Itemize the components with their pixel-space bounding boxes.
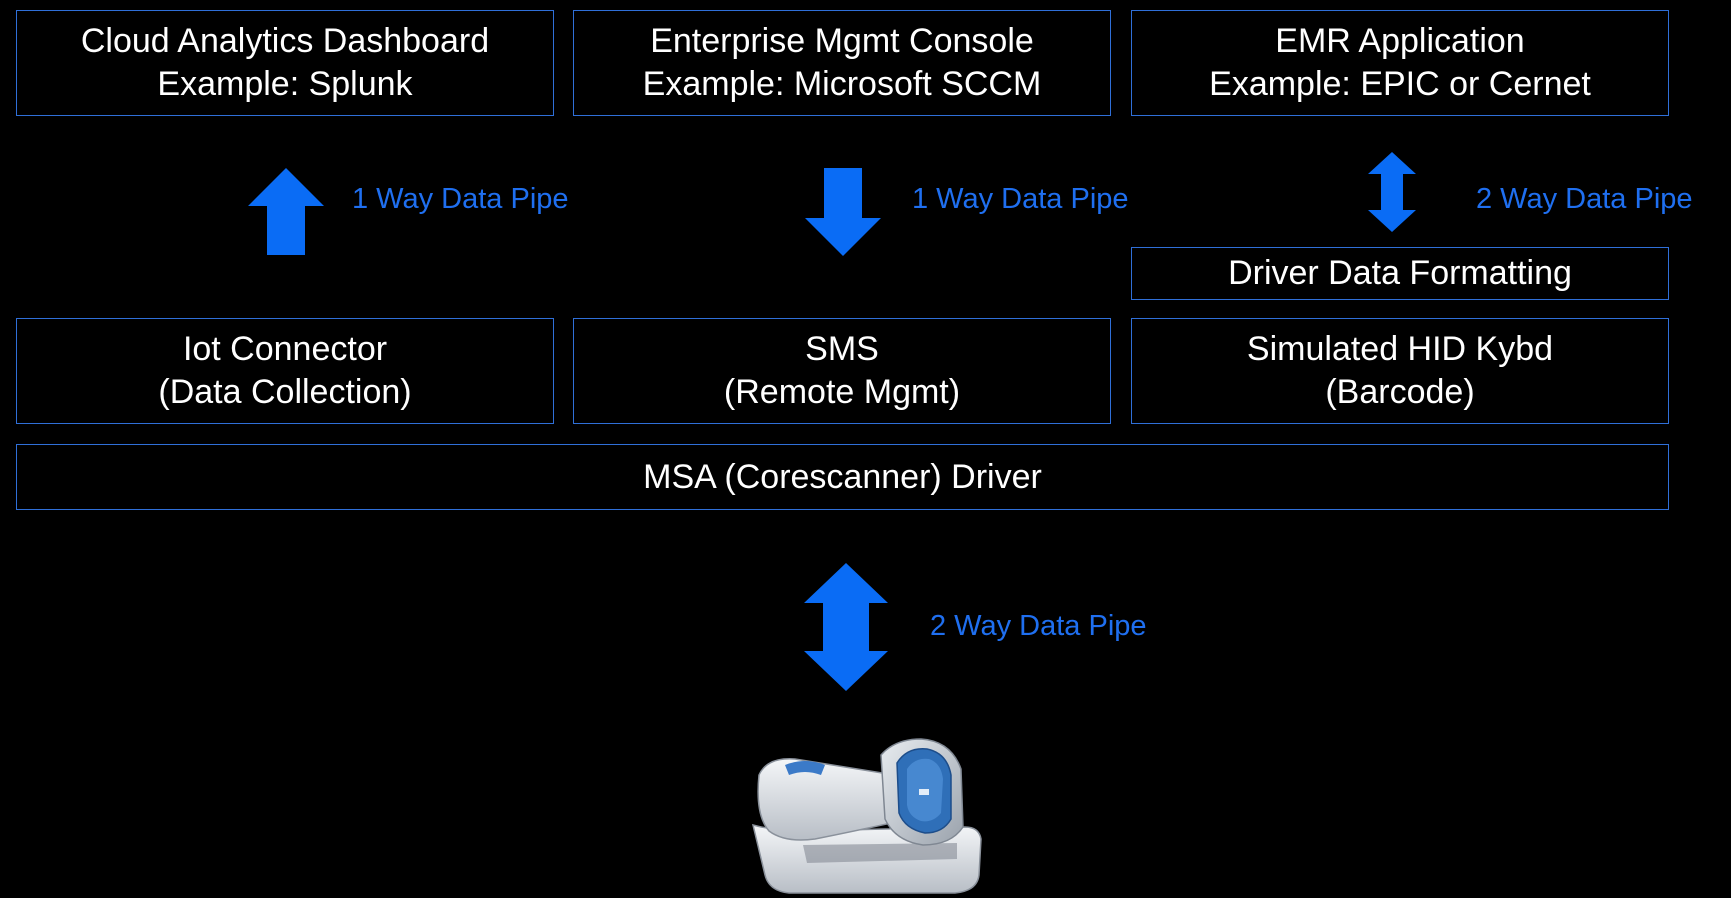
pipe-label-device: 2 Way Data Pipe [930, 610, 1147, 642]
driver-data-formatting-box: Driver Data Formatting [1131, 247, 1669, 300]
up-arrow-icon [248, 168, 324, 255]
box-subtitle: Example: Microsoft SCCM [642, 65, 1042, 103]
box-title: SMS [805, 330, 879, 368]
box-title: Enterprise Mgmt Console [650, 22, 1034, 60]
msa-driver-box: MSA (Corescanner) Driver [16, 444, 1669, 510]
double-arrow-icon [1368, 152, 1416, 232]
simulated-hid-box: Simulated HID Kybd (Barcode) [1131, 318, 1669, 424]
pipe-label-console: 1 Way Data Pipe [912, 183, 1129, 215]
enterprise-console-box: Enterprise Mgmt Console Example: Microso… [573, 10, 1111, 116]
box-subtitle: Example: Splunk [157, 65, 413, 103]
double-arrow-icon [804, 563, 888, 691]
box-title: EMR Application [1275, 22, 1525, 60]
box-subtitle: (Barcode) [1325, 373, 1475, 411]
box-subtitle: Example: EPIC or Cernet [1209, 65, 1591, 103]
box-subtitle: (Data Collection) [158, 373, 412, 411]
box-title: Driver Data Formatting [1228, 254, 1572, 292]
pipe-label-cloud: 1 Way Data Pipe [352, 183, 569, 215]
down-arrow-icon [805, 168, 881, 256]
box-title: Cloud Analytics Dashboard [80, 22, 490, 60]
sms-box: SMS (Remote Mgmt) [573, 318, 1111, 424]
pipe-label-emr: 2 Way Data Pipe [1476, 183, 1693, 215]
box-title: MSA (Corescanner) Driver [643, 457, 1042, 496]
iot-connector-box: Iot Connector (Data Collection) [16, 318, 554, 424]
box-title: Simulated HID Kybd [1246, 330, 1554, 368]
box-title: Iot Connector [182, 330, 388, 368]
barcode-scanner-icon [751, 738, 982, 894]
emr-application-box: EMR Application Example: EPIC or Cernet [1131, 10, 1669, 116]
cloud-analytics-box: Cloud Analytics Dashboard Example: Splun… [16, 10, 554, 116]
box-subtitle: (Remote Mgmt) [723, 373, 961, 411]
